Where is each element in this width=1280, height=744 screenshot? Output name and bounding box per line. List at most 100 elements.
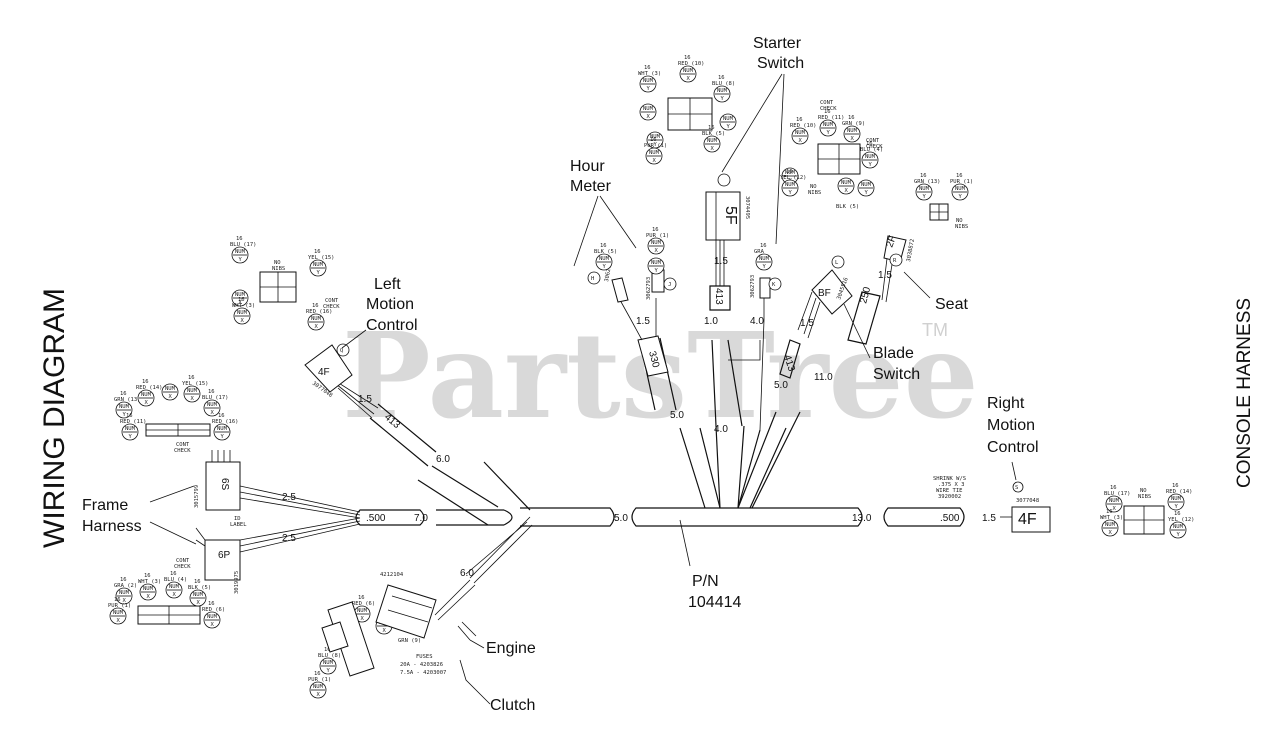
pin-gauge-label: 16	[796, 117, 803, 123]
len-k-4: 4.0	[750, 316, 764, 327]
pin-symbol-label: X	[361, 616, 365, 622]
frame-6s-label: 6S	[219, 478, 230, 491]
pin-num-label: NUM	[841, 180, 852, 186]
pin-gauge-label: 16	[238, 297, 245, 303]
pin-symbol-label: X	[845, 188, 849, 194]
pin-num-label: NUM	[311, 316, 322, 322]
len-main-right: 13.0	[852, 513, 872, 524]
pin-symbol-label: Y	[865, 190, 869, 196]
pin-symbol-label: X	[1109, 530, 1113, 536]
blade-connector-label: BF	[818, 288, 831, 299]
seat-part-number: 3038872	[906, 238, 916, 262]
callout-labels: Starter Switch Hour Meter Left Motion Co…	[82, 35, 1039, 714]
pin-num-label: NUM	[165, 386, 176, 392]
no-nibs-label: NIBS	[808, 190, 821, 196]
no-nibs-label: NIBS	[955, 224, 968, 230]
pin-gauge-label: 16	[956, 173, 963, 179]
marker-q-icon	[336, 343, 350, 357]
len-branch-6: 6.0	[436, 454, 450, 465]
pin-num-label: NUM	[1171, 496, 1182, 502]
pin-gauge-label: 16	[358, 595, 365, 601]
len-trunk-4: 4.0	[714, 424, 728, 435]
pin-symbol-label: Y	[239, 257, 243, 263]
pin-num-label: NUM	[651, 240, 662, 246]
pin-num-label: NUM	[847, 128, 858, 134]
fuse-block-part-number: 4212104	[380, 572, 404, 578]
shrink-note-1: SHRINK W/S	[933, 476, 966, 482]
pin-gauge-label: 16	[120, 577, 127, 583]
starter-connector-label: 5F	[722, 206, 739, 225]
pin-symbol-label: X	[653, 158, 657, 164]
len-rmc-15: 1.5	[982, 513, 996, 524]
right-motion-line2: Motion	[987, 417, 1035, 434]
pin-num-label: NUM	[651, 260, 662, 266]
cont-check-label: CONT	[325, 298, 339, 304]
pin-gauge-label: 16	[1172, 483, 1179, 489]
pin-wire-label: RED (10)	[678, 61, 705, 67]
shrink-note-4: 3920002	[938, 494, 961, 500]
seat-label: Seat	[935, 296, 968, 313]
marker-r: R	[893, 258, 897, 264]
pin-wire-label: WHT (3)	[232, 303, 255, 309]
pin-wire-label: PUR (1)	[308, 677, 331, 683]
no-nibs-label: NO	[810, 184, 817, 190]
frame-harness-line1: Frame	[82, 497, 128, 514]
pin-wire-label: BLK (5)	[702, 131, 725, 137]
pin-num-label: NUM	[193, 592, 204, 598]
pin-wire-label: BLU (8)	[712, 81, 735, 87]
right-motion-line1: Right	[987, 395, 1025, 412]
pin-num-label: NUM	[313, 262, 324, 268]
marker-l-icon	[831, 255, 845, 269]
pin-gauge-label: 16	[708, 125, 715, 131]
cont-check-label: CONT	[820, 100, 834, 106]
pin-gauge-label: 16	[848, 115, 855, 121]
pin-symbol-label: Y	[654, 142, 658, 148]
marker-s: S	[1015, 485, 1018, 491]
marker-k-icon	[768, 277, 782, 291]
pin-wire-label: PUR (1)	[644, 143, 667, 149]
pin-symbol-label: X	[383, 628, 387, 634]
len-main-mid: 5.0	[614, 513, 628, 524]
pin-num-label: NUM	[785, 182, 796, 188]
trademark: TM	[922, 320, 948, 340]
pin-num-label: NUM	[169, 584, 180, 590]
pin-gauge-label: 16	[920, 173, 927, 179]
pin-symbol-label: X	[687, 76, 691, 82]
fuses-line-1: 20A - 4203826	[400, 662, 443, 668]
k-part-number: 3062793	[750, 275, 756, 298]
pin-wire-label: BLK (5)	[836, 204, 859, 210]
hour-meter-line2: Meter	[570, 178, 612, 195]
pin-symbol-label: X	[197, 600, 201, 606]
pin-wire-label: RED (6)	[202, 607, 225, 613]
pin-num-label: NUM	[1109, 498, 1120, 504]
pin-wire-label: GRN (13)	[914, 179, 941, 185]
len-main-left: 7.0	[414, 513, 428, 524]
clutch-label: Clutch	[490, 697, 535, 714]
pin-wire-label: YEL (12)	[1168, 517, 1195, 523]
hour-part-number: 3062793	[646, 277, 652, 300]
pin-wire-label: GRN (13)	[114, 397, 141, 403]
frame-branches: 2.5 2.5 .500 7.0 5.0 13.0 .500 1.5 6.0 6…	[194, 450, 996, 594]
pin-num-label: NUM	[643, 78, 654, 84]
pin-symbol-label: X	[1113, 506, 1117, 512]
pin-num-label: NUM	[723, 116, 734, 122]
pin-wire-label: RED (6)	[352, 601, 375, 607]
marker-top-icon	[717, 173, 731, 187]
len-lmc-15: 1.5	[358, 394, 372, 405]
pin-num-label: NUM	[643, 106, 654, 112]
pin-wire-label: PUR (1)	[950, 179, 973, 185]
frame-6p-label: 6P	[218, 550, 231, 561]
engine-label: Engine	[486, 640, 536, 657]
pin-gauge-label: 16	[312, 303, 319, 309]
pin-gauge-label: 16	[652, 227, 659, 233]
frame-6p-part-number: 3019975	[234, 571, 240, 594]
frame-6s-part-number: 3015799	[194, 485, 200, 508]
no-nibs-label: NO	[956, 218, 963, 224]
pin-symbol-label: X	[241, 318, 245, 324]
len-seat-15: 1.5	[878, 270, 892, 281]
pin-symbol-label: Y	[827, 130, 831, 136]
pin-gauge-label: 16	[120, 391, 127, 397]
left-motion-line2: Motion	[366, 296, 414, 313]
marker-h: H	[591, 276, 594, 282]
marker-413-start: 413	[713, 288, 724, 305]
